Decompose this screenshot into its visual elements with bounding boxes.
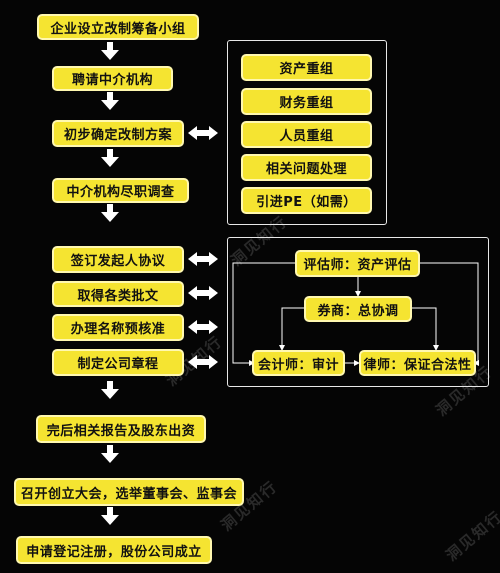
step-registration: 申请登记注册，股份公司成立 — [16, 536, 212, 564]
step-due-diligence: 中介机构尽职调查 — [52, 178, 189, 203]
double-arrow-icon — [188, 355, 218, 369]
agency-appraiser: 评估师：资产评估 — [295, 250, 420, 277]
plan-item-asset: 资产重组 — [241, 54, 372, 81]
connector-line — [232, 262, 295, 366]
plan-item-finance: 财务重组 — [241, 88, 372, 115]
double-arrows — [188, 126, 218, 369]
double-arrow-icon — [188, 286, 218, 300]
step-setup-group: 企业设立改制筹备小组 — [37, 14, 199, 40]
agency-broker: 券商：总协调 — [304, 296, 412, 322]
down-arrow-icon — [101, 445, 119, 463]
down-arrow-icon — [101, 507, 119, 525]
down-arrow-icon — [101, 92, 119, 110]
down-arrow-icon — [101, 381, 119, 399]
down-arrow-icon — [101, 42, 119, 60]
agency-lawyer: 律师：保证合法性 — [359, 350, 476, 376]
double-arrow-icon — [188, 252, 218, 266]
connector-line — [412, 307, 439, 351]
plan-items-frame — [227, 40, 387, 225]
down-arrow-icon — [101, 149, 119, 167]
step-articles: 制定公司章程 — [52, 349, 184, 376]
down-arrows — [101, 42, 119, 525]
agencies-frame — [227, 237, 489, 387]
step-preliminary-plan: 初步确定改制方案 — [52, 120, 184, 147]
plan-item-issues: 相关问题处理 — [241, 154, 372, 181]
agency-accountant: 会计师：审计 — [252, 350, 345, 376]
connector-line — [420, 262, 479, 366]
step-reports-capital: 完后相关报告及股东出资 — [36, 415, 206, 443]
down-arrow-icon — [101, 204, 119, 222]
double-arrow-icon — [188, 126, 218, 140]
connector-line — [279, 307, 304, 351]
step-sign-agreement: 签订发起人协议 — [52, 246, 184, 273]
step-founding-meeting: 召开创立大会，选举董事会、监事会 — [14, 478, 244, 506]
step-hire-agency: 聘请中介机构 — [52, 66, 173, 91]
double-arrow-icon — [188, 320, 218, 334]
step-obtain-approvals: 取得各类批文 — [52, 281, 184, 307]
plan-item-personnel: 人员重组 — [241, 121, 372, 148]
plan-item-pe: 引进PE（如需） — [241, 187, 372, 214]
step-name-precheck: 办理名称预核准 — [52, 314, 184, 341]
